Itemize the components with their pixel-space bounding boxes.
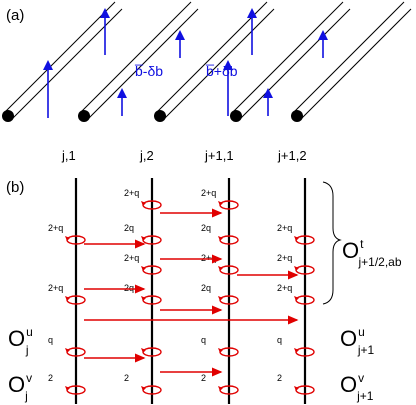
loop-label: 2+q <box>277 223 292 233</box>
loop-label: 2 <box>124 373 129 383</box>
loop-label: q <box>201 335 206 345</box>
tube-end-dot <box>230 110 242 122</box>
field-arrow-head <box>43 60 53 70</box>
tube-edge-upper <box>232 1 344 113</box>
loop-label: 2q <box>201 223 211 233</box>
loop-arrowhead <box>294 266 299 271</box>
tube-edge-lower <box>300 8 412 120</box>
loop-label: 2q <box>124 283 134 293</box>
field-arrow-head <box>223 60 233 70</box>
chain-line-group <box>74 178 307 404</box>
tube-edge-upper <box>156 1 268 113</box>
loop-arrowhead <box>65 236 70 241</box>
column-label-j2: j,2 <box>139 148 154 163</box>
loop-group: 2+q 2+q 2+q 2q 2q 2+q 2+q 2+q 2+q 2+q 2q 2q 2+q q q q 2 2… <box>48 188 315 395</box>
loop-label: 2+q <box>277 283 292 293</box>
loop-label: 2 <box>48 373 53 383</box>
loop-label: 2+q <box>48 283 63 293</box>
loop-arrowhead <box>65 348 70 353</box>
loop-arrowhead <box>218 348 223 353</box>
panel-b-label: (b) <box>6 179 24 196</box>
loop-arrowhead <box>141 386 146 391</box>
tube-end-dot <box>2 110 14 122</box>
loop-arrowhead <box>141 296 146 301</box>
field-arrow-head <box>247 8 257 18</box>
loop-label: q <box>48 335 53 345</box>
loop-label: 2+q <box>48 223 63 233</box>
tube-end-dot <box>78 110 90 122</box>
column-label-j+1-2: j+1,2 <box>277 148 307 163</box>
field-arrow-head <box>263 88 273 98</box>
loop-arrowhead <box>65 386 70 391</box>
tube-group <box>2 1 412 122</box>
loop-label: 2+q <box>201 253 216 263</box>
loop-arrowhead <box>65 296 70 301</box>
loop-label: 2q <box>124 223 134 233</box>
field-arrow-head <box>100 8 110 18</box>
panel-a-label: (a) <box>6 7 24 24</box>
tube-edge-lower <box>239 8 351 120</box>
tube-edge-upper <box>293 1 405 113</box>
loop-label: 2+q <box>201 188 216 198</box>
field-label-minus: b̅-δb <box>134 63 163 79</box>
tube-end-dot <box>291 110 303 122</box>
loop-label: 2 <box>277 373 282 383</box>
tube-edge-upper <box>80 1 192 113</box>
hop-arrow-group <box>84 208 299 377</box>
loop-arrowhead <box>218 236 223 241</box>
loop-arrowhead <box>218 296 223 301</box>
column-label-j1: j,1 <box>61 148 76 163</box>
tube-edge-lower <box>11 8 123 120</box>
loop-label: q <box>277 335 282 345</box>
loop-arrowhead <box>218 386 223 391</box>
tube-edge-lower <box>163 8 275 120</box>
loop-arrowhead <box>294 296 299 301</box>
loop-arrowhead <box>294 348 299 353</box>
field-arrow-head <box>318 30 328 40</box>
loop-arrowhead <box>141 236 146 241</box>
loop-arrowhead <box>141 201 146 206</box>
loop-arrowhead <box>218 266 223 271</box>
tube-edge-lower <box>87 8 199 120</box>
loop-arrowhead <box>141 348 146 353</box>
loop-arrowhead <box>141 266 146 271</box>
field-label-plus: b̅+δb <box>205 63 238 79</box>
tube-edge-upper <box>4 1 116 113</box>
loop-label: 2+q <box>277 253 292 263</box>
field-arrow-head <box>175 30 185 40</box>
column-label-j+1-1: j+1,1 <box>204 148 234 163</box>
field-arrow-group <box>43 8 328 118</box>
tube-end-dot <box>154 110 166 122</box>
loop-label: 2q <box>201 283 211 293</box>
loop-arrowhead <box>218 201 223 206</box>
loop-label: 2+q <box>124 253 139 263</box>
loop-label: 2 <box>201 373 206 383</box>
loop-arrowhead <box>294 236 299 241</box>
loop-arrowhead <box>294 386 299 391</box>
right-brace <box>322 181 342 305</box>
field-arrow-head <box>117 88 127 98</box>
loop-label: 2+q <box>124 188 139 198</box>
